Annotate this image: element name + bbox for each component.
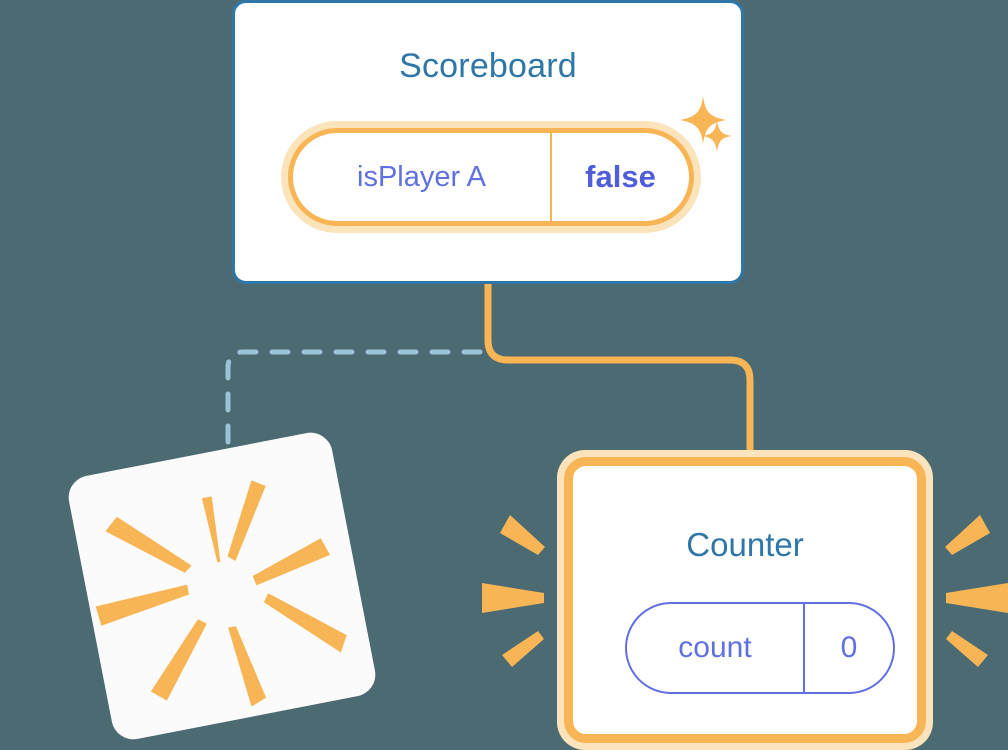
counter-state-pill[interactable]: count 0 bbox=[625, 602, 895, 694]
scoreboard-title: Scoreboard bbox=[399, 47, 577, 85]
connector-solid-scoreboard-to-counter bbox=[484, 280, 754, 464]
scoreboard-card[interactable]: Scoreboard isPlayer A false bbox=[232, 0, 744, 284]
counter-card[interactable]: Counter count 0 bbox=[557, 450, 933, 750]
counter-state-key: count bbox=[678, 631, 752, 664]
scoreboard-pill-divider bbox=[550, 133, 552, 221]
sparkle-large-icon bbox=[680, 96, 726, 144]
scoreboard-state-pill[interactable]: isPlayer A false bbox=[281, 121, 701, 233]
counter-title: Counter bbox=[686, 526, 804, 563]
connector-dashed-scoreboard-to-burst-card bbox=[225, 349, 483, 489]
counter-pill-divider bbox=[803, 604, 805, 692]
scoreboard-state-key: isPlayer A bbox=[357, 160, 486, 193]
counter-rays-left bbox=[472, 505, 552, 685]
scoreboard-state-value: false bbox=[585, 159, 656, 194]
sparkle-small-icon bbox=[702, 120, 732, 152]
rerender-burst-card[interactable] bbox=[64, 428, 380, 744]
burst-rays-icon bbox=[95, 480, 347, 707]
counter-rays-right bbox=[940, 505, 1008, 685]
counter-state-value: 0 bbox=[840, 631, 858, 664]
